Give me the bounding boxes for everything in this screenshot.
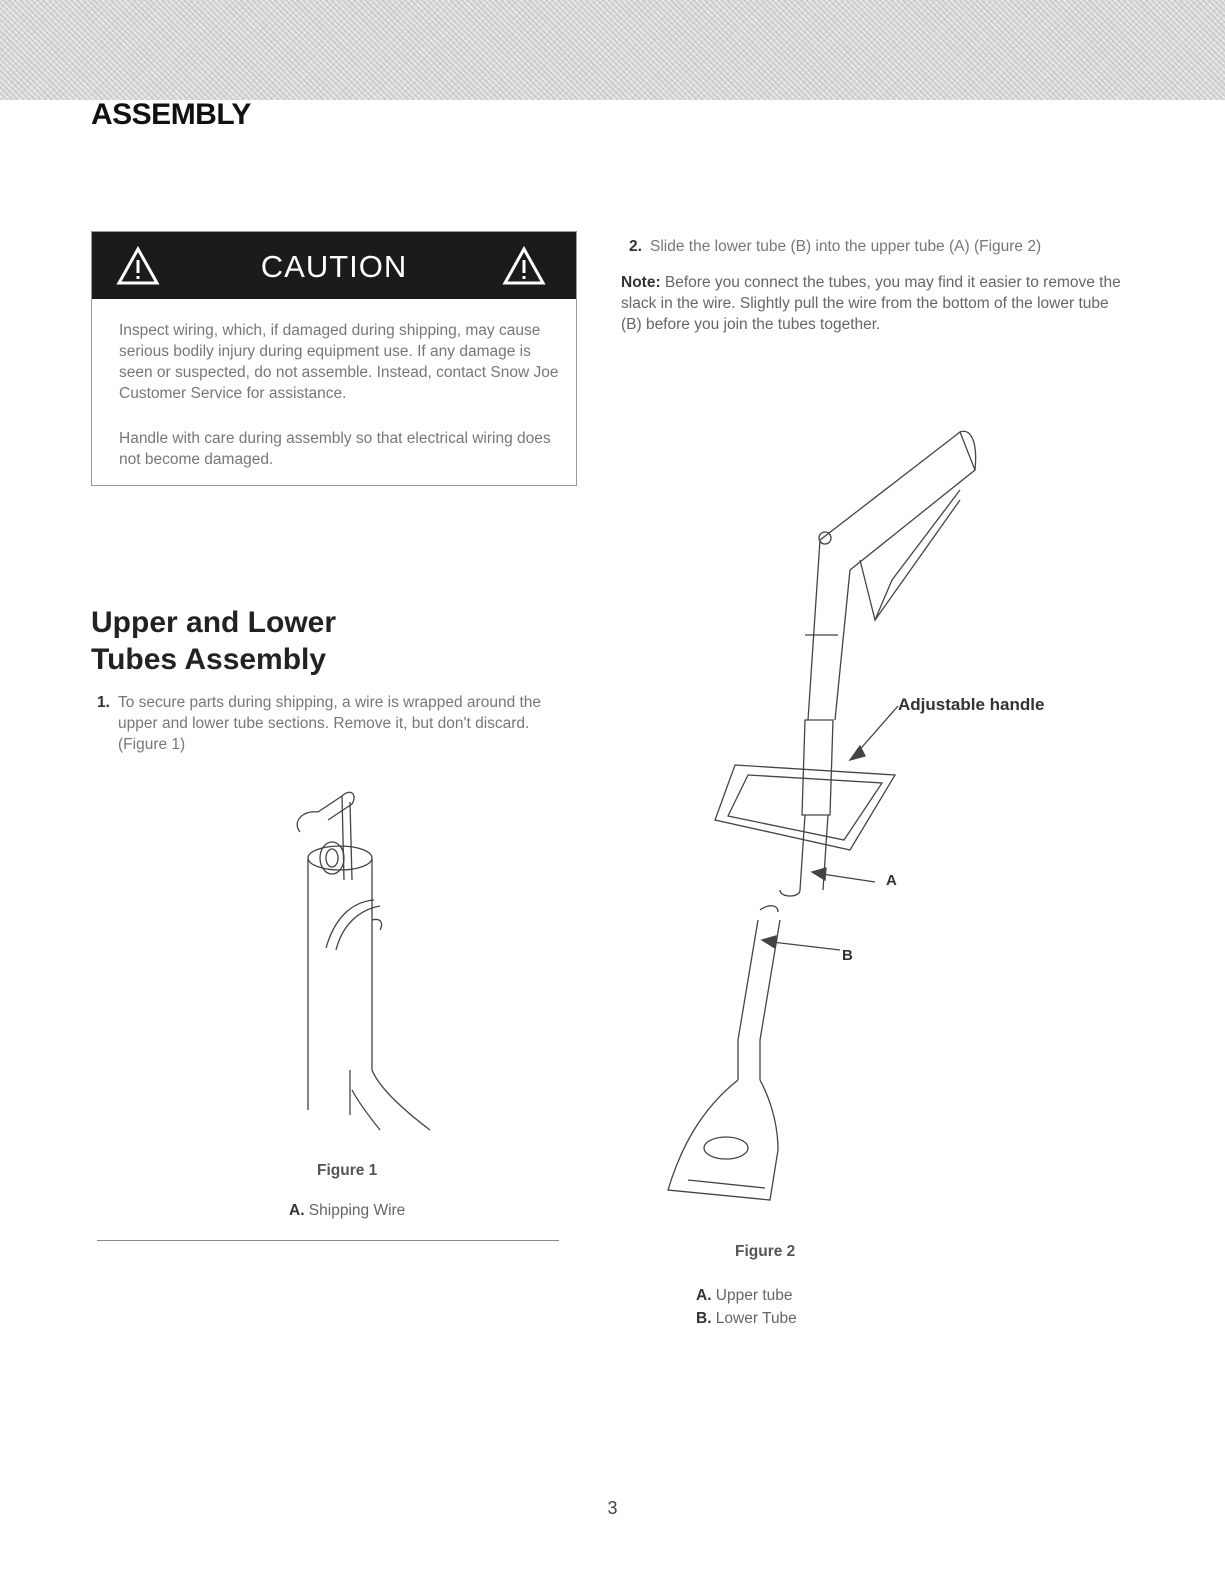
figure-1-illustration bbox=[296, 791, 431, 1131]
callout-adjustable-handle: Adjustable handle bbox=[898, 695, 1044, 714]
caution-text: Handle with care during assembly so that… bbox=[119, 430, 551, 468]
step-item: 2. Slide the lower tube (B) into the upp… bbox=[629, 238, 1042, 255]
figure-2-legend-item: A. Upper tube bbox=[696, 1287, 793, 1304]
section-divider bbox=[97, 1240, 559, 1241]
figure-2-illustration: Adjustable handle A B bbox=[667, 430, 1044, 1201]
caution-text: Inspect wiring, which, if damaged during… bbox=[119, 322, 559, 402]
page-number: 3 bbox=[607, 1498, 618, 1518]
figure-2-title: Figure 2 bbox=[735, 1243, 796, 1260]
callout-b: B bbox=[842, 947, 853, 964]
note: Note: Before you connect the tubes, you … bbox=[621, 274, 1121, 333]
section-title: Upper and Lower Tubes Assembly bbox=[91, 606, 337, 676]
step-item: 1. To secure parts during shipping, a wi… bbox=[97, 694, 542, 753]
caution-box: CAUTION Inspect wiring, which, if damage… bbox=[91, 231, 577, 486]
figure-1-legend-item: A. Shipping Wire bbox=[289, 1202, 406, 1219]
figure-1-title: Figure 1 bbox=[317, 1162, 378, 1179]
caution-title: CAUTION bbox=[260, 249, 408, 284]
page-title: ASSEMBLY bbox=[91, 98, 251, 131]
warning-triangle-icon bbox=[502, 246, 546, 285]
figure-2-legend-item: B. Lower Tube bbox=[696, 1310, 797, 1327]
caution-header: CAUTION bbox=[92, 232, 576, 299]
warning-triangle-icon bbox=[116, 246, 160, 285]
header-band bbox=[0, 0, 1225, 100]
callout-a: A bbox=[886, 872, 897, 889]
